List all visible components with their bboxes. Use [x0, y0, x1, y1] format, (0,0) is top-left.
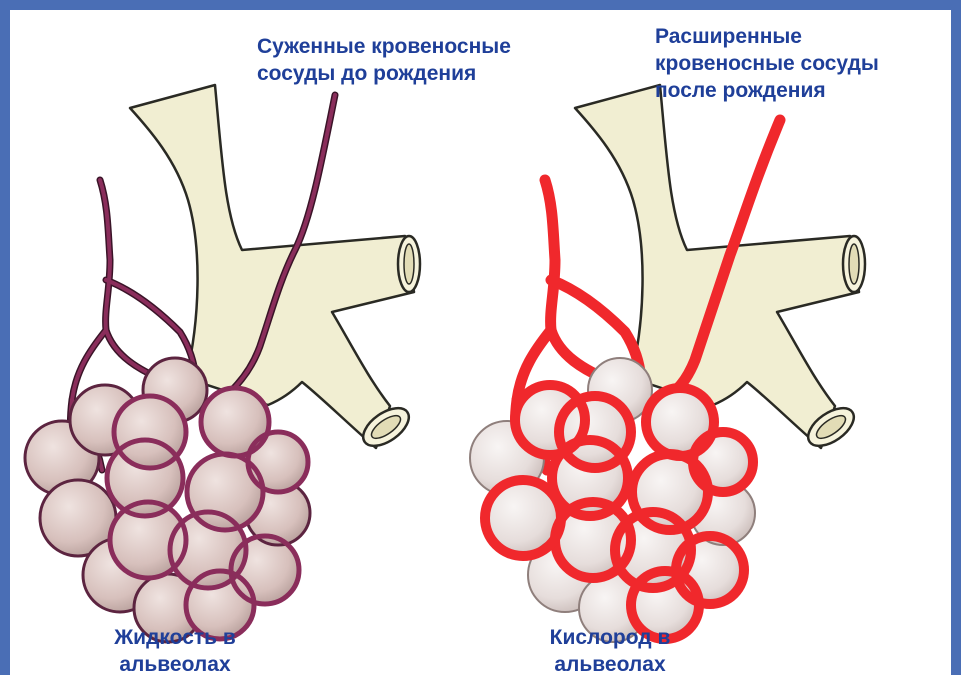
caption-oxygen-in-alveoli: Кислород в альвеолах	[515, 624, 705, 675]
caption-narrow-vessels: Суженные кровеносные сосуды до рождения	[257, 33, 597, 87]
panel-after-birth	[470, 85, 865, 642]
lung-illustration	[10, 10, 951, 675]
caption-wide-vessels: Расширенные кровеносные сосуды после рож…	[655, 23, 945, 104]
caption-fluid-in-alveoli: Жидкость в альвеолах	[80, 624, 270, 675]
panel-before-birth	[25, 85, 420, 642]
diagram-canvas: Суженные кровеносные сосуды до рождения …	[10, 10, 951, 675]
